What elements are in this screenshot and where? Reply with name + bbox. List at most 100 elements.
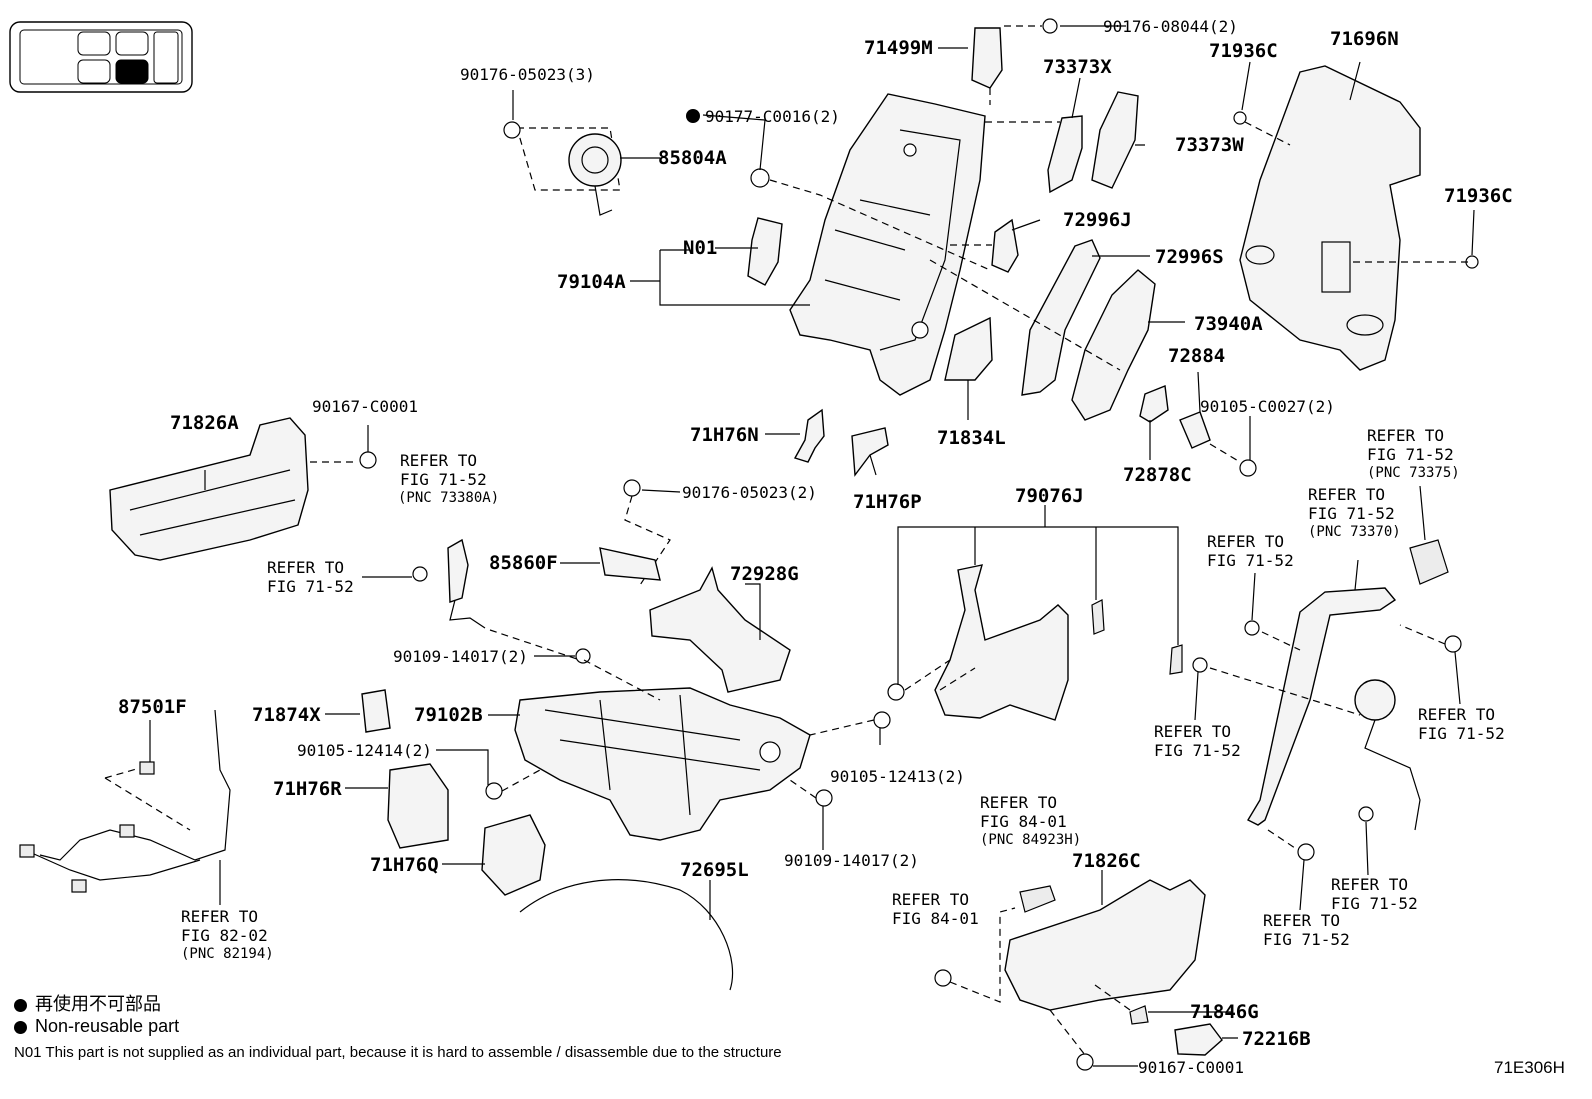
legend-english: Non-reusable part (14, 1016, 179, 1037)
label-72695L: 72695L (680, 859, 749, 881)
svg-text:REFER TO: REFER TO (1263, 911, 1340, 930)
label-90105-12413: 90105-12413(2) (830, 767, 965, 786)
bolt-90105-12413 (873, 711, 891, 729)
shield-71826C (934, 879, 1206, 1011)
cable-72695L (519, 879, 734, 991)
label-71H76N: 71H76N (690, 424, 759, 446)
label-90109-14017-lower: 90109-14017(2) (784, 851, 919, 870)
label-N01: N01 (683, 237, 717, 259)
label-90177-C0016: 90177-C0016(2) (705, 107, 840, 126)
svg-text:FIG 71-52: FIG 71-52 (400, 470, 487, 489)
seat-location-thumbnail (9, 21, 193, 93)
label-72878C: 72878C (1123, 464, 1192, 486)
svg-text:REFER TO: REFER TO (1418, 705, 1495, 724)
seatback-frame-79104A (789, 93, 986, 396)
leader-lines (149, 25, 1475, 1067)
bolt-90167-C0001-upper (359, 451, 377, 469)
label-71834L: 71834L (937, 427, 1006, 449)
label-90167-C0001-upper: 90167-C0001 (312, 397, 418, 416)
label-72216B: 72216B (1242, 1028, 1311, 1050)
bracket-71499M (971, 27, 1003, 89)
label-71H76Q: 71H76Q (370, 854, 439, 876)
label-90176-08044: 90176-08044(2) (1103, 17, 1238, 36)
label-90167-C0001-lower: 90167-C0001 (1138, 1058, 1244, 1077)
legend-jp-text: 再使用不可部品 (35, 994, 161, 1014)
svg-text:FIG 71-52: FIG 71-52 (1418, 724, 1505, 743)
svg-text:FIG 71-52: FIG 71-52 (1207, 551, 1294, 570)
panel-73373X (1047, 115, 1083, 194)
seat-frame-79102B (514, 687, 811, 841)
label-71696N: 71696N (1330, 28, 1399, 50)
trim-72996S (1021, 239, 1101, 396)
svg-text:REFER TO: REFER TO (980, 793, 1057, 812)
bolt-90109-14017-upper (575, 648, 591, 664)
bullet-icon (14, 1020, 27, 1034)
svg-text:REFER TO: REFER TO (1154, 722, 1231, 741)
clip-71936C-upper (1233, 111, 1247, 125)
cover-73940A (1071, 269, 1156, 421)
buckle-73380A (447, 538, 469, 603)
label-71H76P: 71H76P (853, 491, 922, 513)
clip-71846G (1129, 1005, 1149, 1025)
label-73373W: 73373W (1175, 134, 1244, 156)
label-73940A: 73940A (1194, 313, 1263, 335)
nut-90176-08044 (1042, 18, 1058, 34)
label-85804A: 85804A (658, 147, 727, 169)
label-90109-14017-upper: 90109-14017(2) (393, 647, 528, 666)
legend-japanese: 再使用不可部品 (14, 990, 161, 1016)
legend-en-text: Non-reusable part (35, 1016, 180, 1036)
svg-text:REFER TO: REFER TO (1207, 532, 1284, 551)
svg-text:REFER TO: REFER TO (267, 558, 344, 577)
part-labels: 71499M 90176-08044(2) 71936C 71696N 7337… (118, 17, 1513, 1077)
label-71499M: 71499M (864, 37, 933, 59)
svg-text:FIG 71-52: FIG 71-52 (267, 577, 354, 596)
label-90176-05023-3: 90176-05023(3) (460, 65, 595, 84)
label-79076J: 79076J (1015, 485, 1084, 507)
label-71H76R: 71H76R (273, 778, 342, 800)
label-72996S: 72996S (1155, 246, 1224, 268)
seatbelt-assembly-73370 (1192, 539, 1462, 861)
label-72884: 72884 (1168, 345, 1225, 367)
cover-72216B (1174, 1023, 1223, 1056)
svg-text:REFER TO: REFER TO (1308, 485, 1385, 504)
svg-text:FIG 71-52: FIG 71-52 (1263, 930, 1350, 949)
svg-text:FIG 71-52: FIG 71-52 (1154, 741, 1241, 760)
bolt-fig-71-52-left (412, 566, 428, 582)
svg-text:REFER TO: REFER TO (1367, 426, 1444, 445)
bolt-90167-C0001-lower (1076, 1053, 1094, 1071)
svg-text:FIG 84-01: FIG 84-01 (892, 909, 979, 928)
svg-text:FIG 71-52: FIG 71-52 (1331, 894, 1418, 913)
label-90176-05023-2: 90176-05023(2) (682, 483, 817, 502)
label-90105-12414: 90105-12414(2) (297, 741, 432, 760)
cover-group-79076J (887, 564, 1183, 721)
nut-90177-C0016 (750, 168, 770, 188)
bracket-71874X (361, 689, 391, 733)
duct-72928G (649, 566, 791, 693)
label-72928G: 72928G (730, 563, 799, 585)
svg-text:FIG 82-02: FIG 82-02 (181, 926, 268, 945)
svg-text:(PNC 73380A): (PNC 73380A) (398, 490, 499, 506)
nut-90176-05023-lower (623, 479, 641, 497)
bracket-72884 (1179, 411, 1211, 449)
label-71846G: 71846G (1190, 1001, 1259, 1023)
svg-text:REFER TO: REFER TO (400, 451, 477, 470)
label-90105-C0027: 90105-C0027(2) (1200, 397, 1335, 416)
label-71826A: 71826A (170, 412, 239, 434)
svg-text:(PNC 82194): (PNC 82194) (181, 946, 274, 962)
shield-71826A (109, 417, 309, 561)
label-72996J: 72996J (1063, 209, 1132, 231)
seatback-board-71696N (1239, 65, 1421, 371)
label-71874X: 71874X (252, 704, 321, 726)
svg-text:REFER TO: REFER TO (181, 907, 258, 926)
svg-text:REFER TO: REFER TO (1331, 875, 1408, 894)
bolt-90109-14017-lower (815, 789, 833, 807)
cover-71H76Q (481, 814, 546, 896)
svg-text:FIG 71-52: FIG 71-52 (1308, 504, 1395, 523)
